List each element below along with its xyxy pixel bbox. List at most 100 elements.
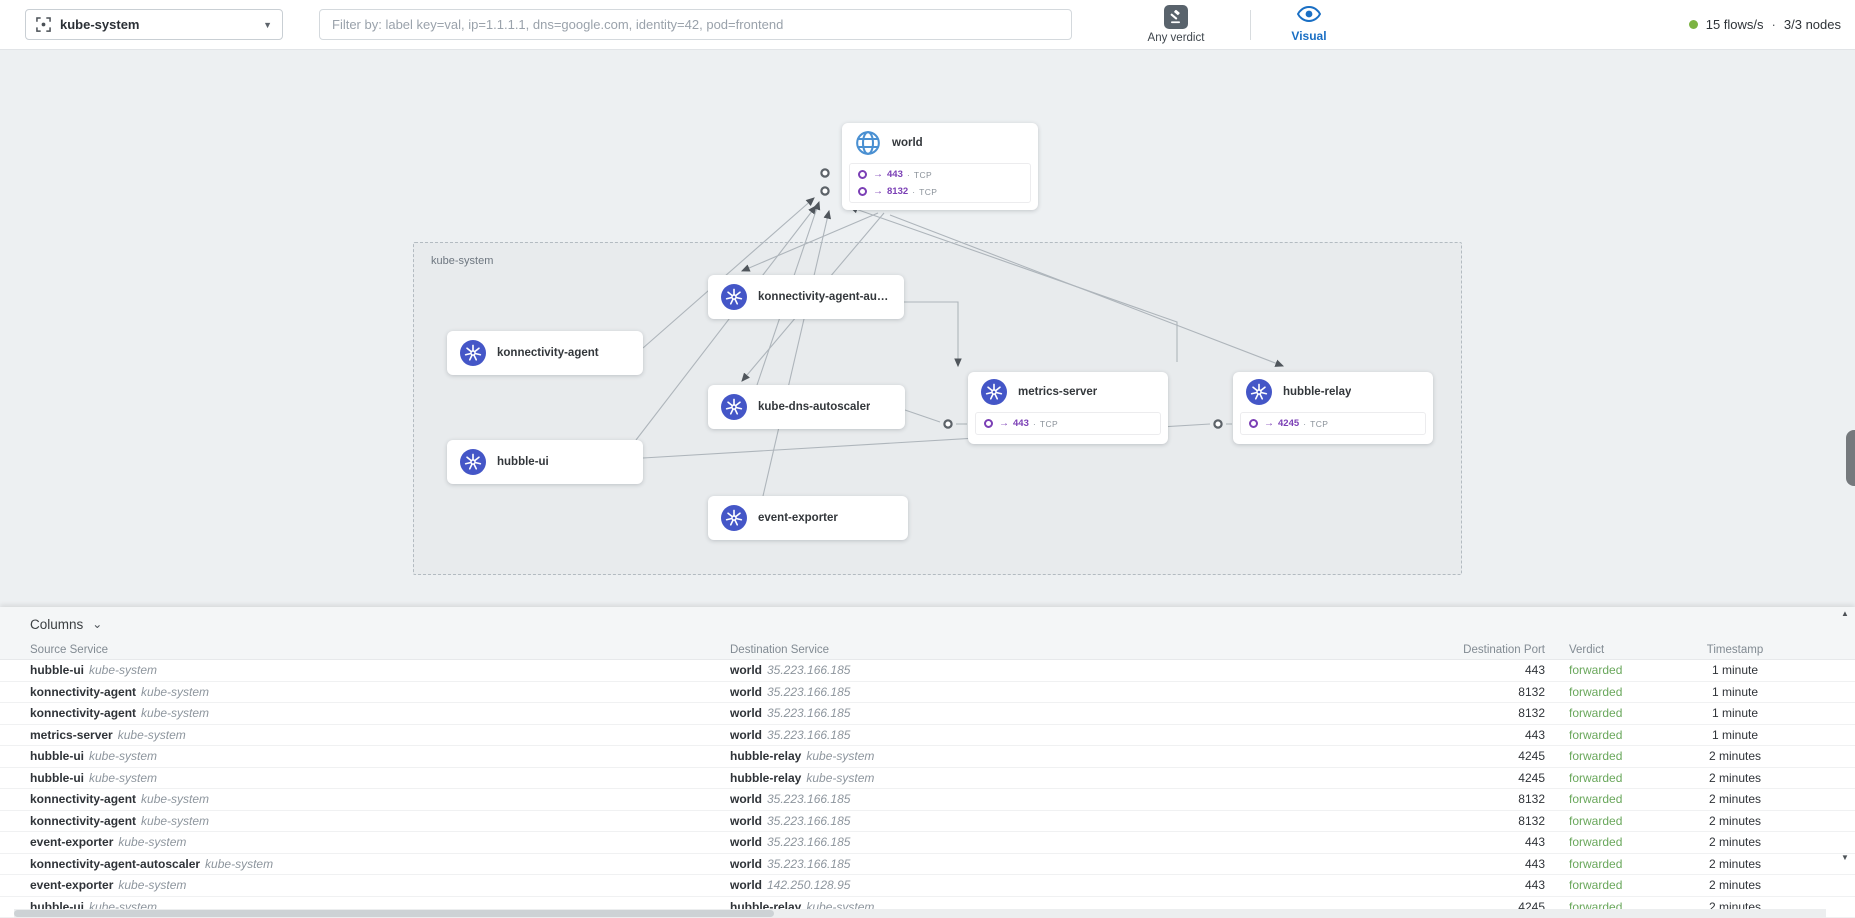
flow-filter-input[interactable]	[319, 9, 1072, 40]
port-row[interactable]: →443·TCP	[858, 166, 1022, 183]
top-toolbar: kube-system ▼ Any verdict Visual 15 flow…	[0, 0, 1855, 50]
service-node-hubble-relay[interactable]: hubble-relay→4245·TCP	[1233, 372, 1433, 444]
service-node-hubble-ui[interactable]: hubble-ui	[447, 440, 643, 484]
service-node-label: metrics-server	[1018, 386, 1098, 398]
port-protocol: TCP	[913, 169, 933, 180]
column-header-destination-service: Destination Service	[730, 644, 830, 656]
columns-dropdown[interactable]: Columns ⌄	[30, 616, 103, 632]
verdict: forwarded	[1569, 792, 1623, 807]
port-number: 443	[1013, 418, 1029, 429]
verdict-filter-button[interactable]: Any verdict	[1124, 5, 1228, 44]
port-row[interactable]: →443·TCP	[984, 415, 1152, 432]
lock-icon	[984, 419, 993, 428]
verdict: forwarded	[1569, 727, 1623, 742]
kubernetes-icon	[460, 449, 486, 475]
namespace-boundary-label: kube-system	[431, 255, 494, 267]
service-node-konnectivity-agent[interactable]: konnectivity-agent	[447, 331, 643, 375]
lock-icon	[1249, 419, 1258, 428]
kubernetes-icon	[981, 379, 1007, 405]
destination-port: 443	[1524, 856, 1545, 871]
verdict: forwarded	[1569, 770, 1623, 785]
verdict: forwarded	[1569, 813, 1623, 828]
destination-port: 8132	[1518, 813, 1545, 828]
destination-port: 4245	[1518, 749, 1545, 764]
column-header-destination-port: Destination Port	[1463, 644, 1545, 656]
service-node-konnectivity-agent-autoscaler[interactable]: konnectivity-agent-autosc...	[708, 275, 904, 319]
table-vertical-scrollbar[interactable]: ▲ ▼	[1837, 607, 1853, 865]
horizontal-scrollbar-thumb[interactable]	[14, 910, 774, 917]
timestamp: 2 minutes	[1708, 878, 1762, 893]
nodes-status: 3/3 nodes	[1783, 17, 1841, 32]
port-row[interactable]: →8132·TCP	[858, 183, 1022, 200]
eye-icon	[1296, 5, 1322, 27]
port-row[interactable]: →4245·TCP	[1249, 415, 1417, 432]
service-node-label: konnectivity-agent	[497, 347, 599, 359]
service-node-metrics-server[interactable]: metrics-server →443·TCP	[968, 372, 1168, 444]
namespace-icon	[36, 17, 51, 32]
destination-port: 443	[1524, 727, 1545, 742]
port-protocol: TCP	[1039, 418, 1059, 429]
columns-bar: Columns ⌄	[0, 607, 1855, 641]
arrow-right-icon: →	[1264, 418, 1274, 429]
scroll-up-icon[interactable]: ▲	[1841, 609, 1849, 618]
timestamp: 2 minutes	[1708, 856, 1762, 871]
lock-icon	[858, 187, 867, 196]
scroll-down-icon[interactable]: ▼	[1841, 853, 1849, 862]
service-node-ports: →443·TCP	[975, 412, 1161, 435]
column-header-verdict: Verdict	[1569, 644, 1605, 656]
status-dot-icon	[1688, 20, 1698, 29]
visual-mode-button[interactable]: Visual	[1279, 5, 1339, 43]
destination-port: 443	[1524, 878, 1545, 893]
timestamp: 1 minute	[1711, 727, 1759, 742]
kubernetes-icon	[1246, 379, 1272, 405]
timestamp: 1 minute	[1711, 663, 1759, 678]
namespace-select-value: kube-system	[60, 17, 140, 32]
toolbar-divider	[1250, 9, 1251, 40]
service-node-world[interactable]: world→443·TCP→8132·TCP	[842, 123, 1038, 210]
table-horizontal-scrollbar[interactable]	[14, 909, 1826, 918]
page-scrollbar-thumb[interactable]	[1846, 430, 1855, 486]
chevron-down-icon: ⌄	[92, 617, 103, 631]
port-number: 4245	[1278, 418, 1300, 429]
timestamp: 2 minutes	[1708, 770, 1762, 785]
destination-port: 8132	[1518, 706, 1545, 721]
namespace-select[interactable]: kube-system ▼	[25, 9, 283, 40]
timestamp: 2 minutes	[1708, 813, 1762, 828]
timestamp: 1 minute	[1711, 684, 1759, 699]
column-header-timestamp: Timestamp	[1706, 644, 1764, 656]
kubernetes-icon	[721, 394, 747, 420]
service-node-label: kube-dns-autoscaler	[758, 401, 871, 413]
service-node-event-exporter[interactable]: event-exporter	[708, 496, 908, 540]
service-node-kube-dns-autoscaler[interactable]: kube-dns-autoscaler	[708, 385, 905, 429]
destination-port: 4245	[1518, 770, 1545, 785]
verdict: forwarded	[1569, 835, 1623, 850]
visual-mode-label: Visual	[1291, 29, 1327, 43]
service-node-label: hubble-ui	[497, 456, 549, 468]
service-node-label: hubble-relay	[1283, 386, 1352, 398]
service-node-label: event-exporter	[758, 512, 838, 524]
